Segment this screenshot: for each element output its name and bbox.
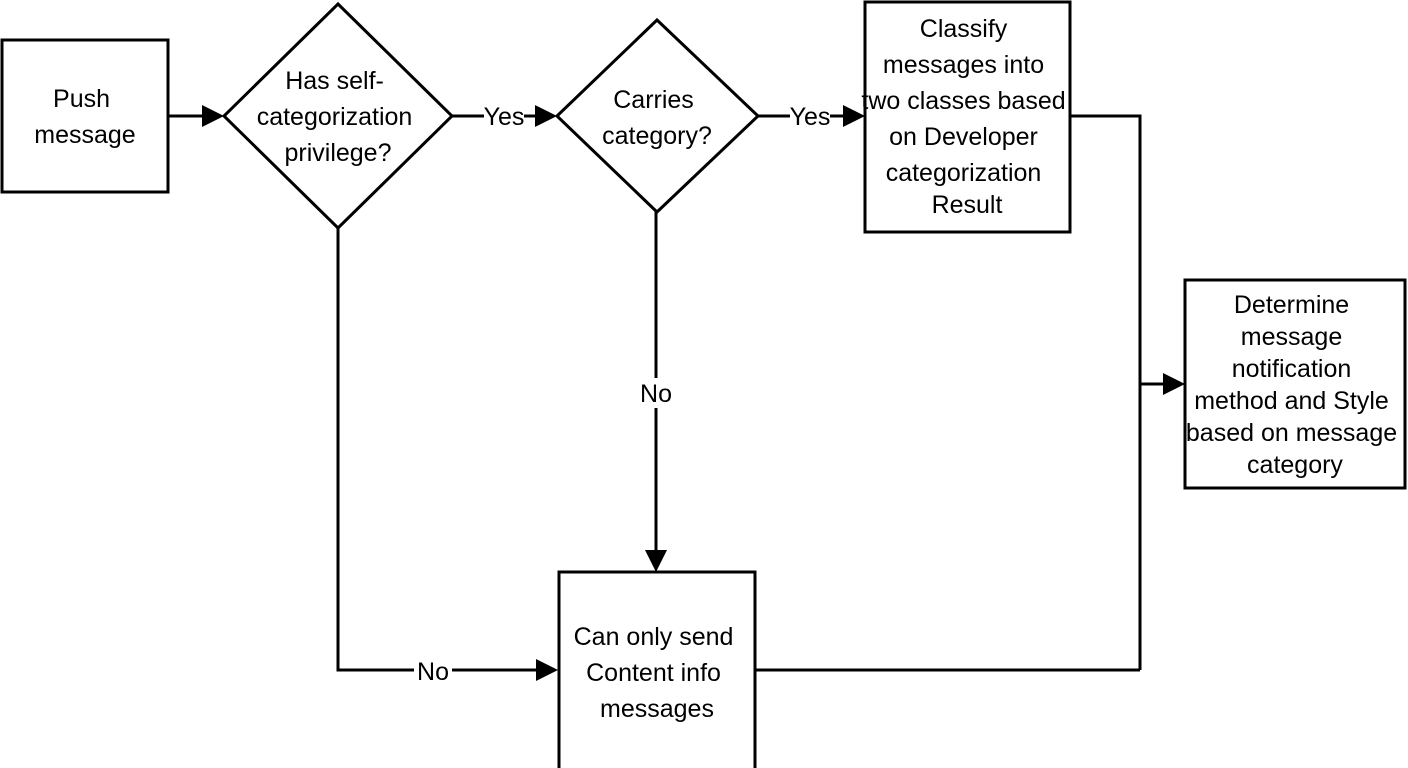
arrowhead	[202, 105, 224, 127]
edge-label-no-2: No	[414, 656, 452, 686]
edge-label-yes-1: Yes	[484, 102, 525, 131]
arrowhead	[536, 659, 558, 681]
edge-self-to-content	[336, 228, 538, 672]
node-determine-notification: Determine message notification method an…	[1183, 278, 1407, 490]
node-push-message: Push message	[0, 38, 170, 194]
node-push-message-label: Push message	[34, 85, 135, 149]
node-carries-category-decision: Carries category?	[554, 17, 761, 215]
edge-label-no-1: No	[636, 378, 676, 408]
node-content-info-messages: Can only send Content info messages	[557, 570, 757, 768]
svg-text:No: No	[640, 380, 672, 408]
edge-label-yes-2: Yes	[790, 102, 831, 131]
node-self-categorization-label: Has self- categorization privilege?	[257, 67, 420, 167]
arrowhead	[1163, 373, 1185, 395]
arrowhead	[843, 105, 865, 127]
edge-classify-to-merge	[1070, 114, 1142, 670]
node-determine-notification-label: Determine message notification method an…	[1186, 291, 1404, 479]
node-content-info-label: Can only send Content info messages	[574, 623, 741, 723]
node-classify-messages-label: Classify messages into two classes based…	[861, 15, 1072, 219]
svg-text:Yes: Yes	[790, 103, 831, 131]
node-self-categorization-decision: Has self- categorization privilege?	[221, 1, 455, 231]
node-carries-category-label: Carries category?	[602, 86, 712, 150]
svg-text:Yes: Yes	[484, 103, 525, 131]
node-classify-messages: Classify messages into two classes based…	[861, 0, 1072, 234]
svg-text:No: No	[417, 658, 449, 686]
arrowhead	[645, 550, 667, 572]
arrowhead	[535, 105, 557, 127]
